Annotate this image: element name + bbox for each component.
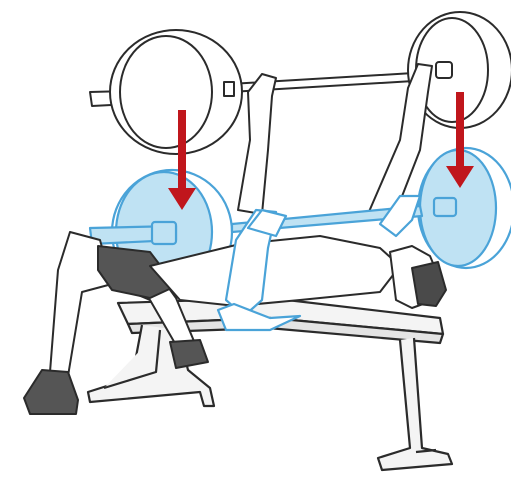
barbell-top [90,12,511,154]
